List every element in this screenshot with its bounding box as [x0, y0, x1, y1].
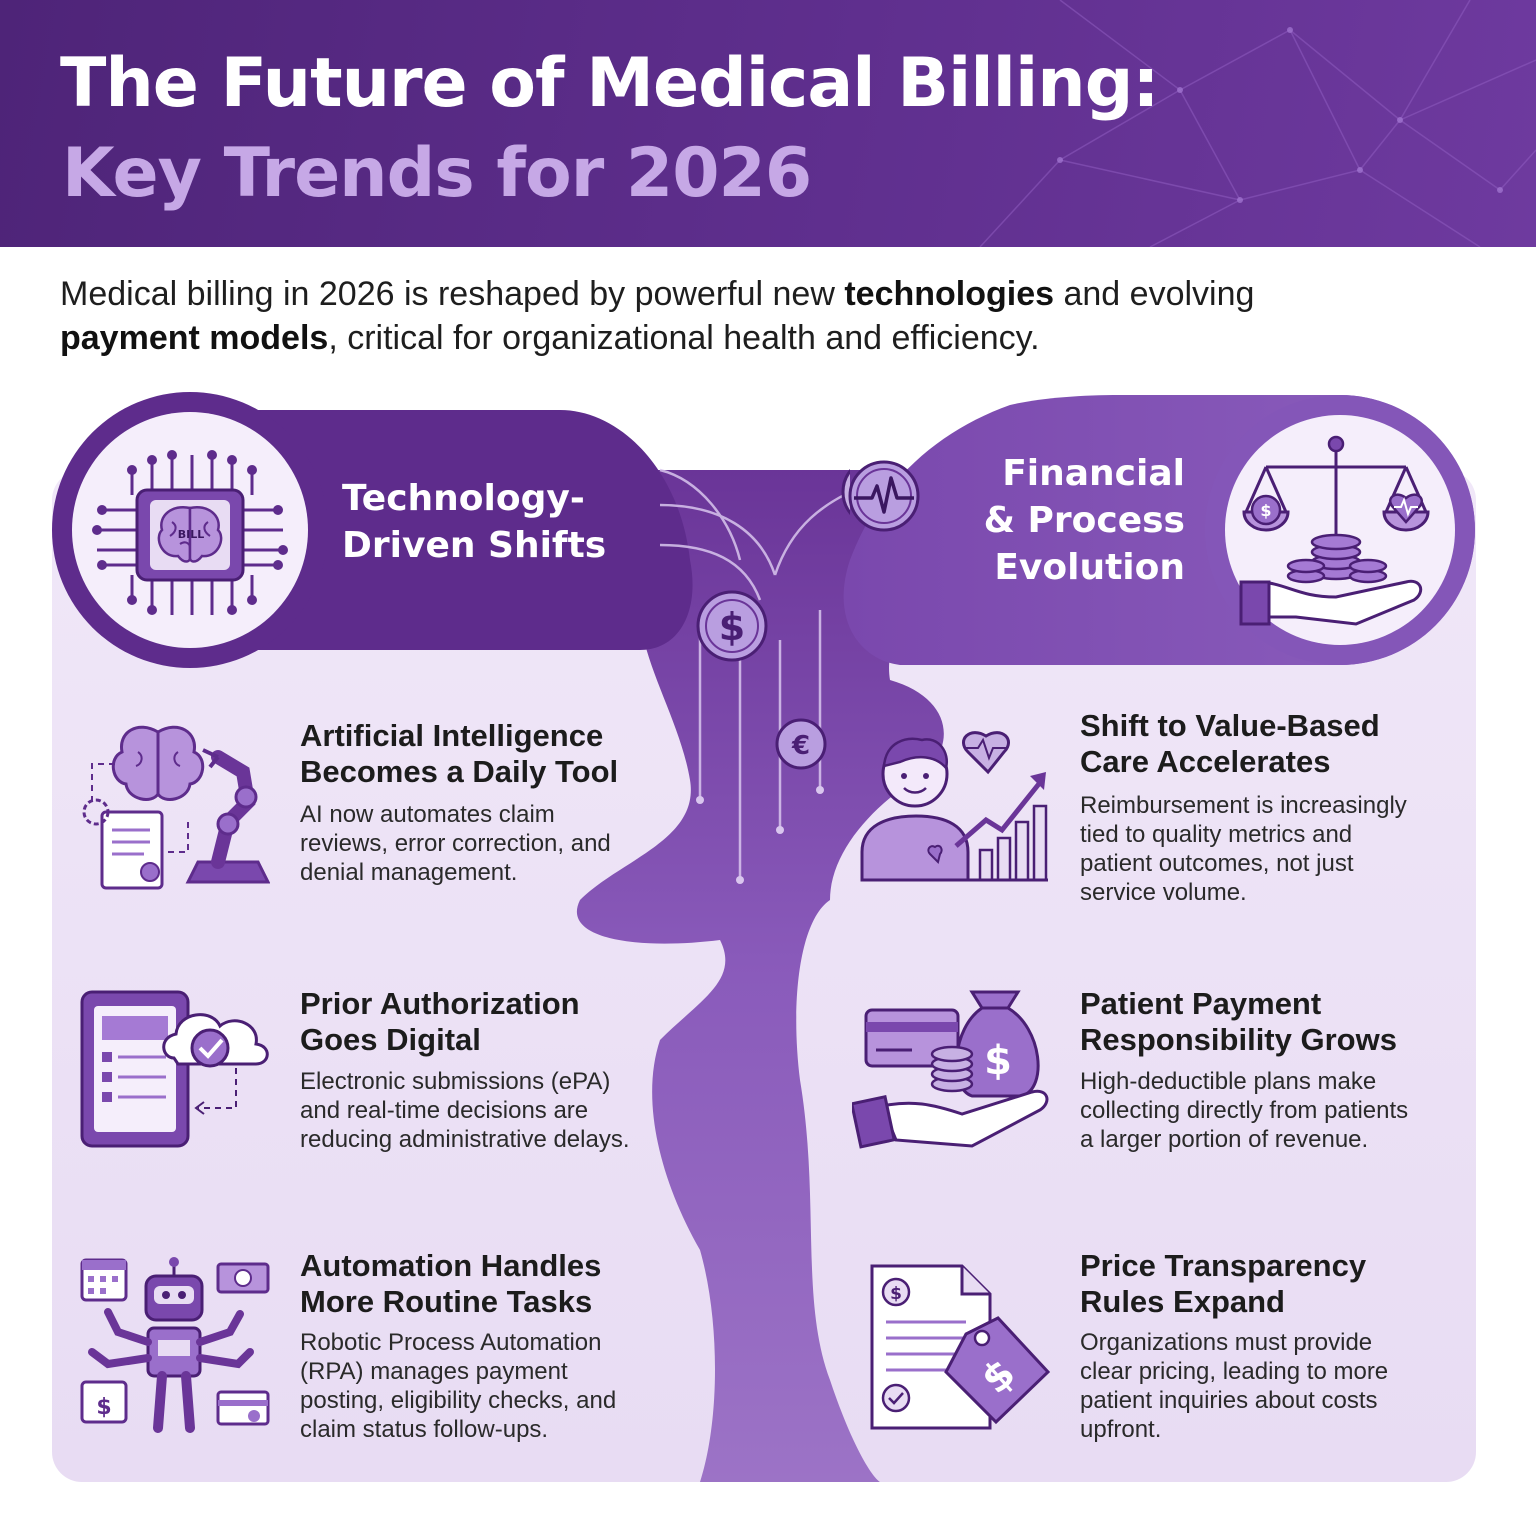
card-moneybag-hand-icon: $: [852, 990, 1049, 1149]
brain-robot-arm-icon: [82, 725, 270, 890]
document-price-tag-icon: $ $: [870, 1264, 1051, 1430]
trend-title-price-transparency: Price Transparency Rules Expand: [1080, 1248, 1367, 1319]
trend-desc-prior-auth: Electronic submissions (ePA) and real-ti…: [300, 1068, 630, 1153]
trend-title-prior-auth: Prior Authorization Goes Digital: [300, 986, 580, 1057]
right-section-title-line2: & Process: [983, 500, 1185, 541]
svg-text:$: $: [890, 1284, 902, 1304]
right-section-title-line1: Financial: [1002, 453, 1185, 494]
svg-text:$: $: [984, 1038, 1012, 1084]
geometric-network-decoration: [979, 0, 1536, 247]
trend-title-automation: Automation Handles More Routine Tasks: [300, 1248, 602, 1319]
svg-text:$: $: [1260, 501, 1271, 520]
intro-text: Medical billing in 2026 is reshaped by p…: [60, 275, 845, 313]
left-section-title-line2: Driven Shifts: [342, 525, 607, 566]
svg-text:€: €: [791, 731, 810, 761]
trend-title-patient-payment: Patient Payment Responsibility Grows: [1080, 986, 1397, 1057]
trend-desc-value-based: Reimbursement is increasingly tied to qu…: [1080, 792, 1407, 906]
svg-text:$: $: [96, 1395, 111, 1420]
intro-text: and evolving: [1054, 275, 1255, 313]
trend-title-ai: Artificial Intelligence Becomes a Daily …: [300, 718, 619, 789]
intro-paragraph: Medical billing in 2026 is reshaped by p…: [60, 272, 1480, 360]
patient-heart-chart-icon: [860, 731, 1048, 882]
page-subtitle: Key Trends for 2026: [62, 134, 812, 213]
trend-title-value-based: Shift to Value-Based Care Accelerates: [1080, 708, 1380, 779]
trend-desc-automation: Robotic Process Automation (RPA) manages…: [300, 1329, 617, 1443]
right-section-title: Financial & Process Evolution: [960, 450, 1185, 591]
heartbeat-icon: [841, 468, 850, 516]
scale-hand-coins-icon: $: [1239, 435, 1430, 626]
central-spine: [560, 470, 980, 1482]
intro-bold-payment-models: payment models: [60, 319, 329, 357]
intro-text: , critical for organizational health and…: [328, 319, 1040, 357]
chip-label: BILL: [178, 528, 205, 541]
trend-desc-ai: AI now automates claim reviews, error co…: [300, 801, 611, 886]
robot-multi-arm-icon: $: [80, 1257, 270, 1433]
center-icons: $ €: [696, 468, 850, 770]
right-section-title-line3: Evolution: [994, 547, 1185, 588]
trend-desc-patient-payment: High-deductible plans make collecting di…: [1080, 1068, 1409, 1153]
left-section-title: Technology- Driven Shifts: [342, 475, 606, 569]
left-section-title-line1: Technology-: [342, 478, 585, 519]
svg-text:$: $: [719, 605, 745, 649]
trend-desc-price-transparency: Organizations must provide clear pricing…: [1080, 1329, 1389, 1443]
ai-chip-brain-icon: BILL: [92, 450, 288, 615]
heartbeat-icon: [848, 460, 920, 532]
dollar-coin-icon: $: [696, 590, 768, 662]
header-banner: The Future of Medical Billing: Key Trend…: [0, 0, 1536, 247]
tablet-cloud-check-icon: [80, 990, 269, 1148]
euro-coin-icon: €: [775, 718, 827, 770]
page-title: The Future of Medical Billing:: [60, 44, 1160, 123]
intro-bold-technologies: technologies: [844, 275, 1055, 313]
